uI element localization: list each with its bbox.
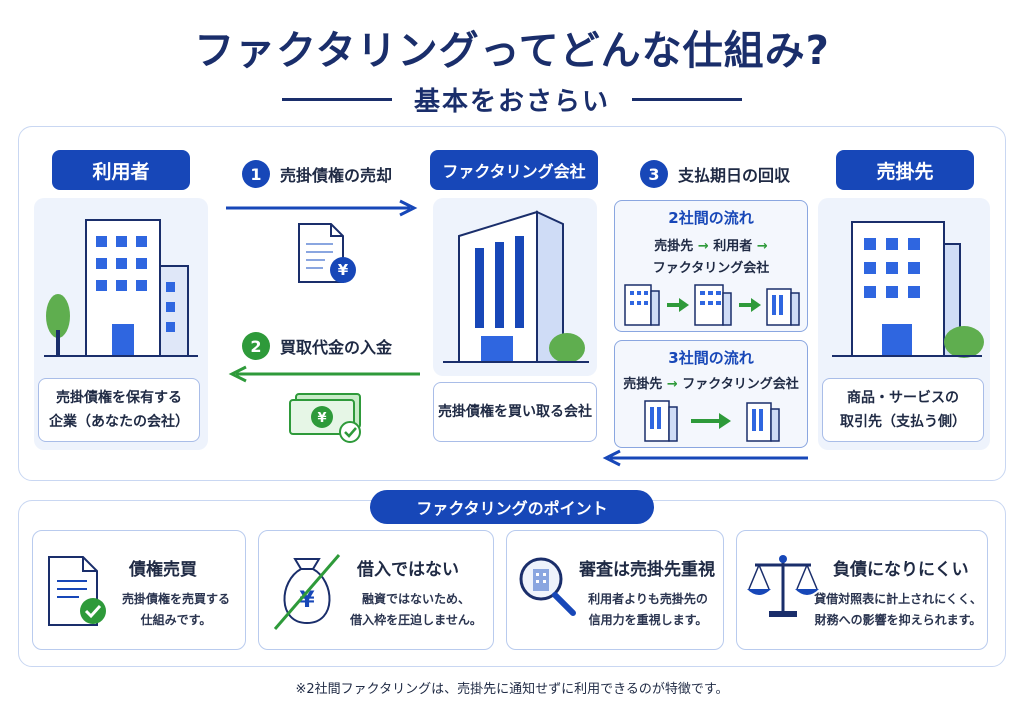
customer-desc-line2: 取引先（支払う側） [840,414,966,430]
point-3-description: 利用者よりも売掛先の 信用力を重視します。 [577,589,719,631]
user-description: 売掛債権を保有する 企業（あなたの会社） [38,378,200,442]
point-2-line2: 借入枠を圧迫しません。 [350,613,482,627]
points-header: ファクタリングのポイント [370,490,654,524]
two-party-flow-card: 2社間の流れ 売掛先 → 利用者 → ファクタリング会社 [614,200,808,332]
step-1: 1 売掛債権の売却 [242,160,392,188]
three-party-flow-card: 3社間の流れ 売掛先 → ファクタリング会社 [614,340,808,448]
point-4-line1: 貸借対照表に計上されにくく、 [814,592,982,606]
point-2-line1: 融資ではないため、 [361,592,470,606]
factor-building-icon [443,210,589,363]
subtitle-row: 基本をおさらい [0,82,1024,117]
three-party-buildings-icon [644,400,780,442]
step-1-label: 売掛債権の売却 [280,166,393,185]
point-1-description: 売掛債権を売買する 仕組みです。 [111,589,241,631]
point-4-title: 負債になりにくい [833,560,969,580]
step-2: 2 買取代金の入金 [242,332,392,360]
two-party-arrow-2: → [756,239,768,254]
three-party-to: ファクタリング会社 [682,377,799,392]
point-3-title: 審査は売掛先重視 [579,560,715,580]
point-1-title: 債権売買 [129,560,197,580]
user-desc-line1: 売掛債権を保有する [56,390,182,406]
svg-text:¥: ¥ [317,411,326,426]
document-check-icon [48,556,106,626]
two-party-mid: 利用者 [713,239,753,254]
point-card-not-loan: ¥ 借入ではない 融資ではないため、 借入枠を圧迫しません。 [258,530,494,650]
point-2-description: 融資ではないため、 借入枠を圧迫しません。 [343,589,489,631]
three-party-arrow: → [666,377,678,392]
two-party-buildings-icon [624,284,800,326]
customer-description: 商品・サービスの 取引先（支払う側） [822,378,984,442]
three-party-flow-title: 3社間の流れ [668,349,754,367]
step-2-number: 2 [242,332,270,360]
point-4-line2: 財務への影響を抑えられます。 [814,613,982,627]
factor-building-card [433,198,597,376]
point-1-line2: 仕組みです。 [140,613,212,627]
yen-banknote-check-icon: ¥ [289,393,361,443]
magnifier-building-icon [519,557,576,616]
subtitle-rule-left [281,97,392,101]
money-bag-crossed-icon: ¥ [273,554,341,630]
svg-text:¥: ¥ [338,261,349,279]
user-desc-line2: 企業（あなたの会社） [49,414,189,430]
two-party-flow-title: 2社間の流れ [668,209,754,227]
three-party-from: 売掛先 [623,377,663,392]
two-party-from: 売掛先 [654,239,694,254]
point-card-off-balance: 負債になりにくい 貸借対照表に計上されにくく、 財務への影響を抑えられます。 [736,530,988,650]
subtitle: 基本をおさらい [413,86,610,117]
point-4-description: 貸借対照表に計上されにくく、 財務への影響を抑えられます。 [811,589,985,631]
invoice-yen-icon: ¥ [298,223,356,283]
factor-description: 売掛債権を買い取る会社 [433,382,597,442]
two-party-flow-line1: 売掛先 → 利用者 → [615,235,807,254]
factor-label: ファクタリング会社 [430,150,598,190]
point-card-debt-trading: 債権売買 売掛債権を売買する 仕組みです。 [32,530,246,650]
step-2-label: 買取代金の入金 [280,338,393,357]
user-building-icon [44,219,198,357]
two-party-flow-line2: ファクタリング会社 [652,261,770,276]
step-3-label: 支払期日の回収 [678,166,791,185]
point-2-title: 借入ではない [357,560,459,580]
point-card-customer-screening: 審査は売掛先重視 利用者よりも売掛先の 信用力を重視します。 [506,530,724,650]
arrow-payment-left [228,365,420,383]
user-label: 利用者 [52,150,190,190]
three-party-flow-line1: 売掛先 → ファクタリング会社 [615,373,807,392]
page-title: ファクタリングってどんな仕組み? [194,28,830,74]
arrow-sell-right [226,199,418,217]
arrow-collection-left [602,449,808,467]
two-party-arrow-1: → [697,239,709,254]
customer-building-icon [832,221,984,358]
point-1-line1: 売掛債権を売買する [121,592,230,606]
balance-scale-icon [747,555,819,617]
point-3-line2: 信用力を重視します。 [588,613,708,627]
step-3: 3 支払期日の回収 [640,160,790,188]
point-3-line1: 利用者よりも売掛先の [588,592,708,606]
step-1-number: 1 [242,160,270,188]
subtitle-rule-right [632,97,742,101]
step-3-number: 3 [640,160,668,188]
footnote: ※2社間ファクタリングは、売掛先に通知せずに利用できるのが特徴です。 [295,682,729,697]
customer-label: 売掛先 [836,150,974,190]
customer-desc-line1: 商品・サービスの [847,390,959,406]
